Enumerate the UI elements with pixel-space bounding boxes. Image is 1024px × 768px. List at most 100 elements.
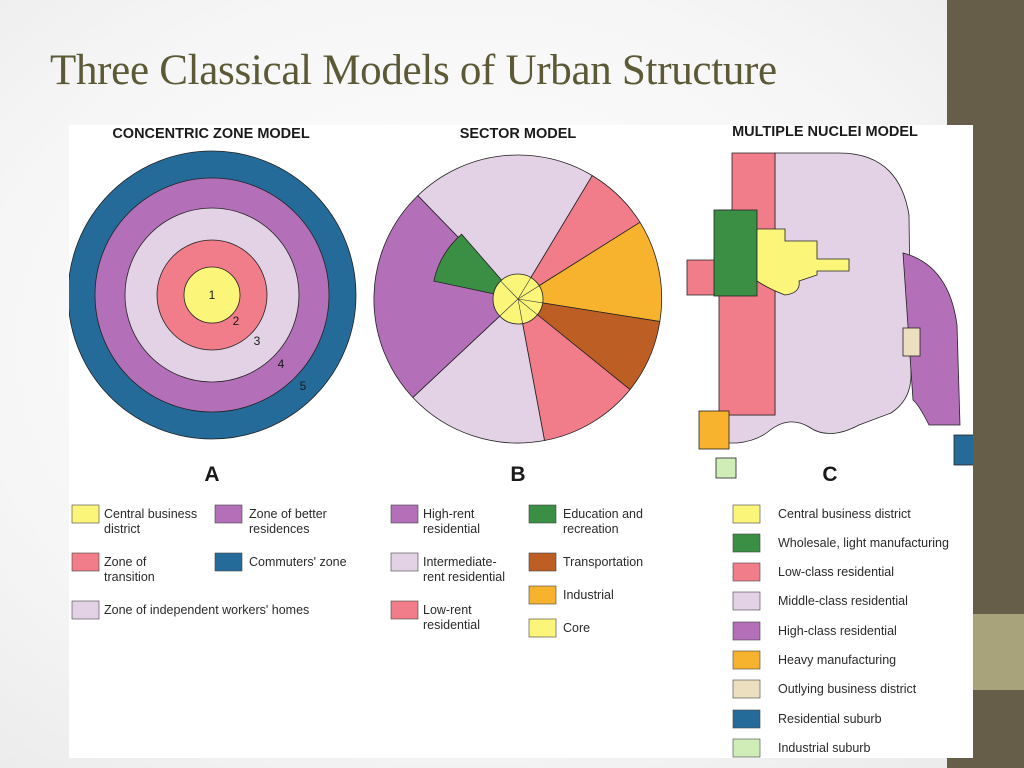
legend-swatch bbox=[732, 533, 761, 553]
legend-label: recreation bbox=[563, 522, 619, 536]
nuclei-legend: Central business district Wholesale, lig… bbox=[732, 504, 949, 758]
legend-item: Zone of independent workers' homes bbox=[71, 600, 309, 620]
intermediate-rent-sector bbox=[417, 154, 593, 300]
slide-title: Three Classical Models of Urban Structur… bbox=[50, 47, 777, 94]
legend-label: High-rent bbox=[423, 507, 475, 521]
legend-label: Industrial bbox=[563, 588, 614, 602]
zone-number-1: 1 bbox=[209, 288, 216, 302]
intermediate-rent-sector bbox=[412, 298, 545, 444]
legend-label: Zone of independent workers' homes bbox=[104, 603, 309, 617]
legend-swatch bbox=[528, 552, 557, 572]
legend-label: Zone of better bbox=[249, 507, 327, 521]
legend-label: High-class residential bbox=[778, 624, 897, 638]
central-business-district-area bbox=[756, 228, 850, 296]
legend-label: Wholesale, light manufacturing bbox=[778, 536, 949, 550]
legend-label: Low-rent bbox=[423, 603, 472, 617]
urban-models-diagram: CONCENTRIC ZONE MODEL 1 2 3 4 5 A Centra… bbox=[69, 125, 973, 758]
legend-label: Core bbox=[563, 621, 590, 635]
legend-item: Zone of transition bbox=[71, 552, 155, 584]
concentric-model-letter: A bbox=[204, 463, 219, 486]
nuclei-model-title: MULTIPLE NUCLEI MODEL bbox=[732, 125, 918, 140]
legend-label: Intermediate- bbox=[423, 555, 497, 569]
legend-swatch bbox=[732, 591, 761, 611]
zone-number-4: 4 bbox=[278, 357, 285, 371]
heavy-manufacturing-area bbox=[698, 410, 730, 450]
nuclei-diagram bbox=[686, 152, 973, 479]
legend-swatch bbox=[71, 504, 100, 524]
legend-label: transition bbox=[104, 570, 155, 584]
legend-swatch bbox=[390, 504, 419, 524]
industrial-suburb-area bbox=[715, 457, 737, 479]
concentric-model-title: CONCENTRIC ZONE MODEL bbox=[112, 126, 310, 142]
legend-swatch bbox=[732, 738, 761, 758]
legend-item: Heavy manufacturing bbox=[732, 650, 896, 670]
legend-item: Education and recreation bbox=[528, 504, 643, 536]
sector-model-title: SECTOR MODEL bbox=[460, 126, 577, 142]
legend-swatch bbox=[732, 621, 761, 641]
education-recreation-sector bbox=[433, 233, 520, 300]
legend-label: Transportation bbox=[563, 555, 643, 569]
nuclei-model-letter: C bbox=[822, 463, 837, 486]
legend-swatch bbox=[390, 552, 419, 572]
legend-label: Commuters' zone bbox=[249, 555, 347, 569]
middle-class-residential-area bbox=[718, 152, 912, 444]
legend-label: Heavy manufacturing bbox=[778, 653, 896, 667]
legend-label: Middle-class residential bbox=[778, 594, 908, 608]
sector-model-letter: B bbox=[510, 463, 525, 486]
legend-item: Outlying business district bbox=[732, 679, 917, 699]
legend-label: Zone of bbox=[104, 555, 147, 569]
legend-label: residences bbox=[249, 522, 309, 536]
concentric-legend: Central business district Zone of better… bbox=[71, 504, 347, 620]
legend-item: Wholesale, light manufacturing bbox=[732, 533, 949, 553]
sector-legend: High-rent residential Intermediate- rent… bbox=[390, 504, 643, 638]
legend-item: Zone of better residences bbox=[214, 504, 327, 536]
legend-item: Industrial suburb bbox=[732, 738, 870, 758]
legend-item: Low-class residential bbox=[732, 562, 894, 582]
legend-swatch bbox=[71, 600, 100, 620]
legend-swatch bbox=[71, 552, 100, 572]
legend-item: High-class residential bbox=[732, 621, 897, 641]
low-rent-sector bbox=[517, 298, 631, 441]
legend-label: residential bbox=[423, 618, 480, 632]
legend-item: Intermediate- rent residential bbox=[390, 552, 505, 584]
core-spokes bbox=[499, 277, 543, 324]
legend-label: Low-class residential bbox=[778, 565, 894, 579]
high-class-residential-area bbox=[902, 252, 961, 426]
legend-swatch bbox=[390, 600, 419, 620]
legend-swatch bbox=[528, 504, 557, 524]
legend-label: rent residential bbox=[423, 570, 505, 584]
wholesale-manufacturing-area bbox=[713, 209, 758, 297]
legend-label: Residential suburb bbox=[778, 712, 882, 726]
legend-item: High-rent residential bbox=[390, 504, 480, 536]
legend-label: residential bbox=[423, 522, 480, 536]
legend-swatch bbox=[214, 504, 243, 524]
legend-swatch bbox=[732, 679, 761, 699]
legend-item: Residential suburb bbox=[732, 709, 882, 729]
urban-models-figure: CONCENTRIC ZONE MODEL 1 2 3 4 5 A Centra… bbox=[69, 125, 973, 758]
industrial-sector bbox=[516, 221, 663, 322]
legend-swatch bbox=[214, 552, 243, 572]
legend-label: Central business bbox=[104, 507, 197, 521]
legend-swatch bbox=[732, 709, 761, 729]
legend-swatch bbox=[732, 562, 761, 582]
legend-item: Central business district bbox=[71, 504, 197, 536]
legend-label: Outlying business district bbox=[778, 682, 917, 696]
legend-label: Education and bbox=[563, 507, 643, 521]
outlying-business-district-area bbox=[902, 327, 921, 357]
legend-label: district bbox=[104, 522, 141, 536]
legend-item: Central business district bbox=[732, 504, 911, 524]
legend-label: Industrial suburb bbox=[778, 741, 870, 755]
high-rent-sector bbox=[373, 195, 519, 399]
concentric-diagram: 1 2 3 4 5 bbox=[69, 150, 357, 440]
legend-swatch bbox=[732, 504, 761, 524]
legend-item: Commuters' zone bbox=[214, 552, 347, 572]
residential-suburb-area bbox=[953, 434, 973, 466]
legend-item: Core bbox=[528, 618, 590, 638]
legend-item: Transportation bbox=[528, 552, 643, 572]
sector-diagram bbox=[373, 154, 663, 444]
zone-number-3: 3 bbox=[254, 334, 261, 348]
zone-number-5: 5 bbox=[300, 379, 307, 393]
legend-item: Middle-class residential bbox=[732, 591, 908, 611]
legend-item: Low-rent residential bbox=[390, 600, 480, 632]
legend-swatch bbox=[528, 585, 557, 605]
